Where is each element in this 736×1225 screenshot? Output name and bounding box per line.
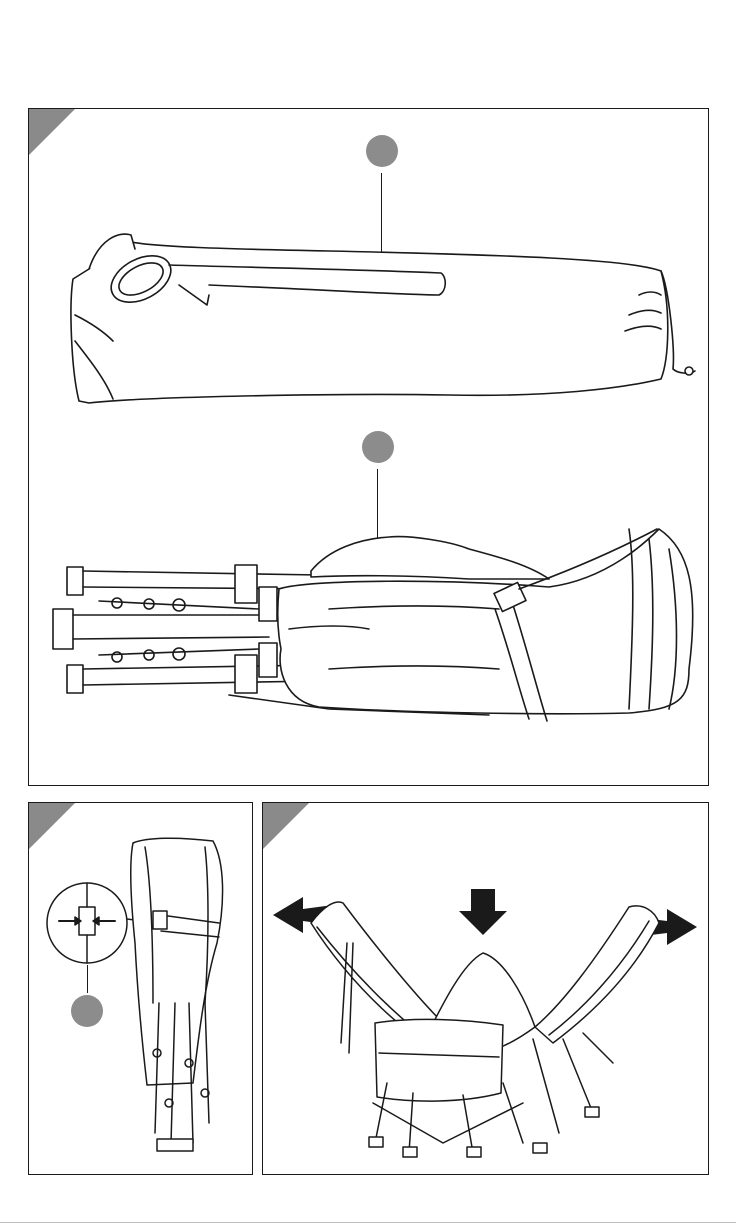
figure-panel-3: [262, 802, 709, 1175]
callout-buckle-leader: [87, 965, 88, 993]
buckle-icon: [29, 803, 253, 1175]
figure-panel-1: [28, 108, 709, 786]
callout-buckle: [71, 995, 103, 1027]
page-bottom-rule: [0, 1222, 736, 1223]
unfold-cot-icon: [263, 803, 709, 1175]
arrow-down-icon: [459, 889, 507, 935]
figure-panel-2: [28, 802, 253, 1175]
folded-cot-icon: [29, 109, 709, 786]
